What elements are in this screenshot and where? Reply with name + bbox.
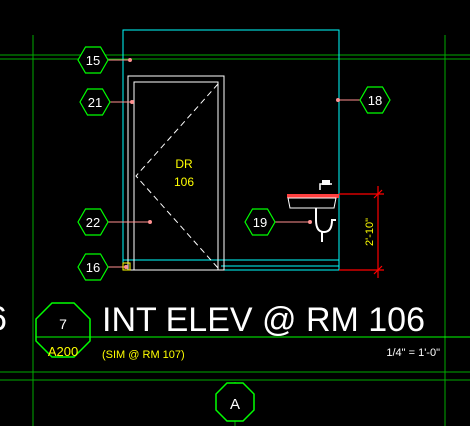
- door-frame-inner: [133, 81, 219, 271]
- sink-basin: [287, 197, 337, 209]
- keynote-hexagon: [77, 208, 109, 236]
- door-frame-outer: [127, 75, 225, 271]
- sink: [287, 180, 339, 242]
- keynote-hexagon: [244, 208, 276, 236]
- keynote-number: 16: [86, 260, 100, 275]
- keynote-number: 21: [88, 95, 102, 110]
- grid-bubble: A: [215, 382, 255, 422]
- door-swing-line: [135, 83, 219, 269]
- grid-bubble-label: A: [230, 396, 240, 413]
- left-edge-fragment: 6: [0, 300, 7, 338]
- keynote-hexagon: [359, 86, 391, 114]
- sink-counter: [287, 194, 339, 198]
- keynote-tag-22: 22: [77, 208, 109, 236]
- detail-octagon: [35, 302, 91, 358]
- faucet-handle: [322, 180, 330, 185]
- drawing-subtitle: (SIM @ RM 107): [102, 349, 185, 361]
- grid-lines: [0, 35, 470, 426]
- keynote-number: 22: [86, 215, 100, 230]
- detail-number: 7: [59, 316, 67, 332]
- keynote-number: 19: [253, 215, 267, 230]
- keynote-number: 18: [368, 93, 382, 108]
- keynote-tag-16: 16: [77, 253, 109, 281]
- door-base-marker: [122, 262, 131, 271]
- drawing-scale: 1/4" = 1'-0": [386, 347, 440, 359]
- wall-elevation: [122, 29, 340, 271]
- drawing-title: INT ELEV @ RM 106: [102, 301, 425, 339]
- title-block: 6 7 A200 INT ELEV @ RM 106 (SIM @ RM 107…: [0, 300, 470, 361]
- keynote-tag-19: 19: [244, 208, 276, 236]
- sink-height-label: 2'-10": [364, 218, 376, 246]
- door: DR 106: [127, 75, 225, 271]
- keynote-hexagon: [77, 46, 109, 74]
- keynote-hexagon: [79, 88, 111, 116]
- keynote-tag-21: 21: [79, 88, 111, 116]
- door-label-line1: DR: [175, 157, 193, 171]
- keynote-number: 15: [86, 53, 100, 68]
- sink-height-dimension: [339, 186, 384, 278]
- keynote-leaders: [108, 58, 362, 269]
- p-trap: [315, 208, 336, 234]
- door-label-line2: 106: [174, 175, 194, 189]
- sheet-number: A200: [48, 344, 78, 359]
- keynote-tag-15: 15: [77, 46, 109, 74]
- keynote-tag-18: 18: [359, 86, 391, 114]
- keynote-tags: 15 21 18 22 19 16: [77, 46, 391, 281]
- keynote-hexagon: [77, 253, 109, 281]
